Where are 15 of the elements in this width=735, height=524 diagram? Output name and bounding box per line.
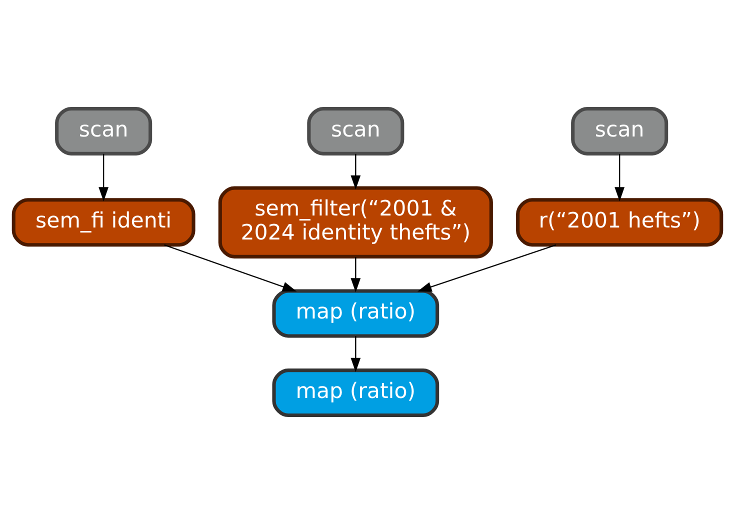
node-box: sem_fi identi — [12, 198, 196, 247]
arrow — [350, 257, 361, 292]
arrow — [164, 244, 297, 292]
node-box: scan — [55, 106, 152, 156]
arrow — [350, 154, 361, 190]
arrow — [350, 336, 361, 372]
node-box: scan — [307, 106, 404, 156]
node-box: r(“2001 hefts”) — [516, 198, 724, 247]
arrow — [417, 244, 556, 292]
arrow — [98, 154, 109, 202]
arrow — [614, 154, 625, 202]
node-box: map (ratio) — [272, 368, 440, 418]
node-box: map (ratio) — [272, 289, 440, 338]
node-box: scan — [571, 106, 668, 156]
node-box: sem_filter(“2001 & 2024 identity thefts”) — [218, 186, 493, 258]
